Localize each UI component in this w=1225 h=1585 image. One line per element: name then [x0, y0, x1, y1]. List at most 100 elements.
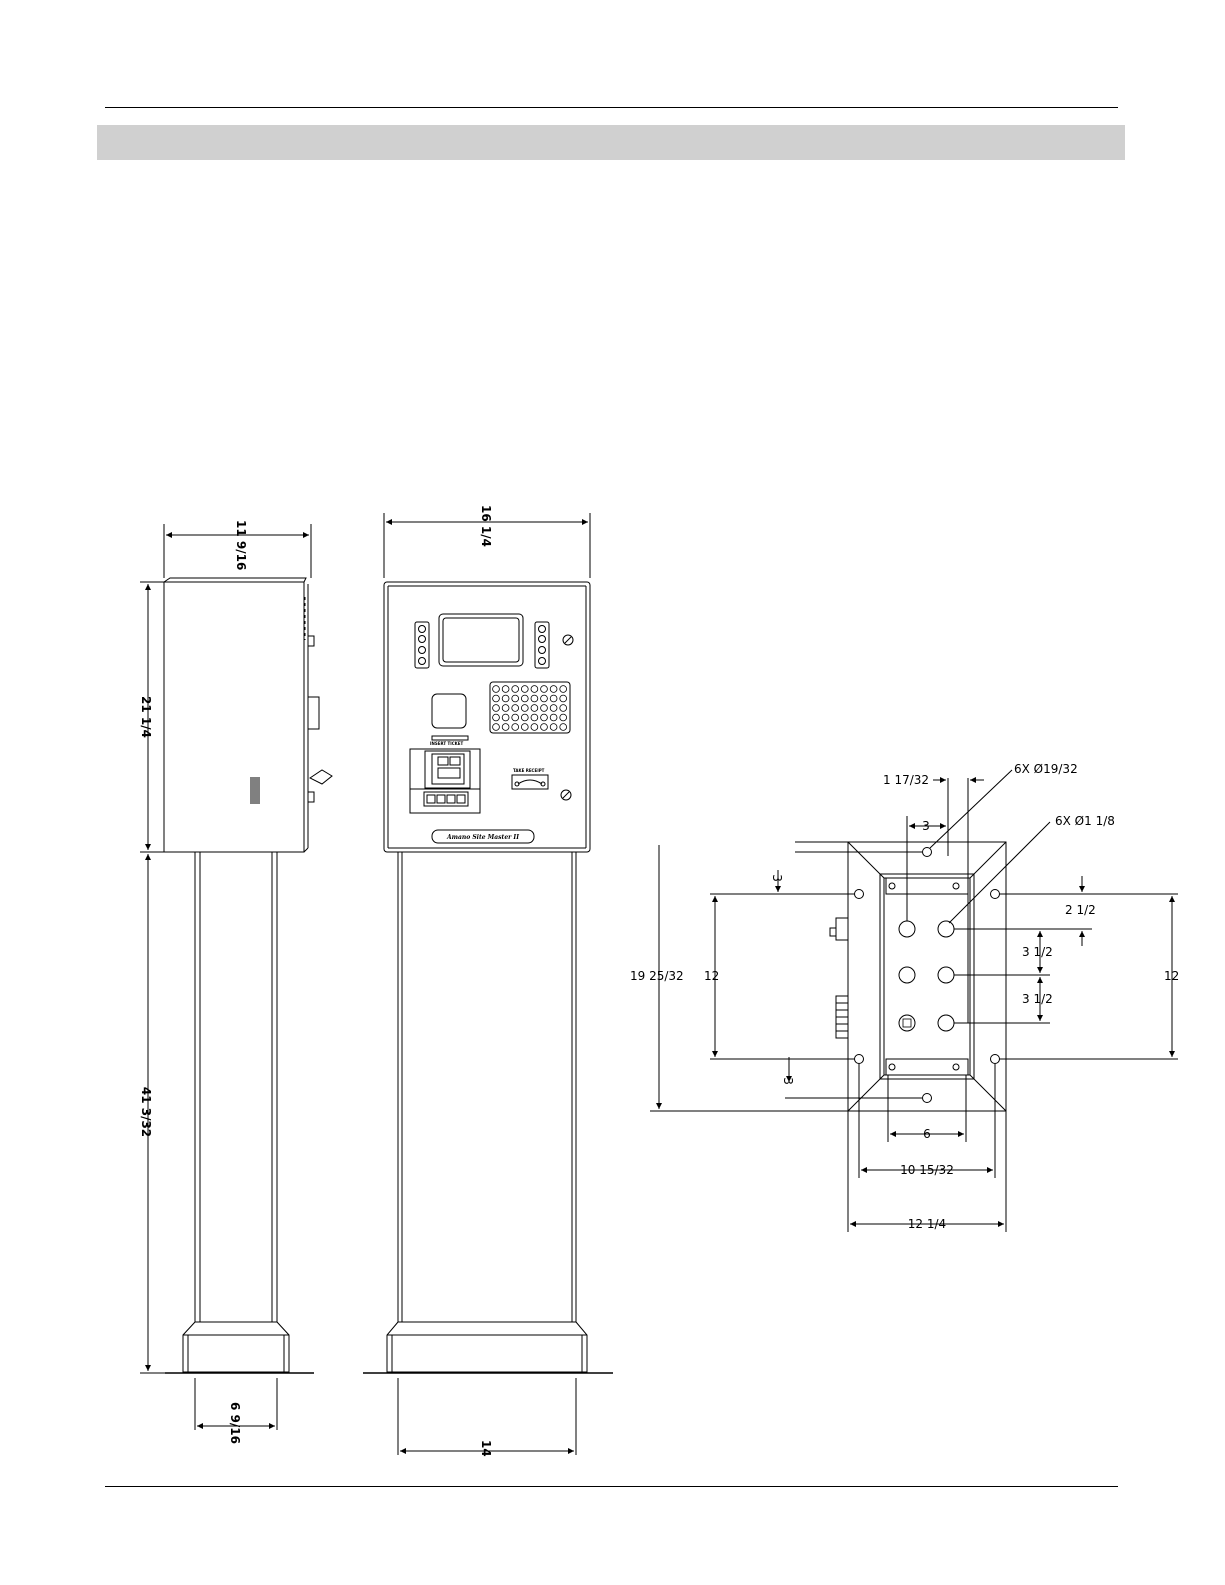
keypad-key [493, 686, 500, 693]
keypad-key [550, 705, 557, 712]
side-key-icon [310, 770, 332, 784]
keypad-key [531, 695, 538, 702]
keypad-key [493, 714, 500, 721]
keypad-key [531, 686, 538, 693]
small-hole [923, 1094, 932, 1103]
keypad-key [512, 705, 519, 712]
keypad-key [550, 714, 557, 721]
front-display-screen [439, 614, 523, 666]
keypad-key [502, 695, 509, 702]
side-hinge-top [308, 636, 314, 646]
keypad-key [531, 724, 538, 731]
leader-small-holes [930, 770, 1012, 848]
keypad-key [550, 724, 557, 731]
side-post [195, 852, 277, 1322]
keypad-key [521, 724, 528, 731]
dim-3-left-top: 3 [770, 874, 784, 882]
dim-12-left: 12 [704, 969, 719, 983]
front-width-label: 16 1/4 [479, 505, 493, 547]
front-view [363, 513, 613, 1455]
small-hole [991, 890, 1000, 899]
small-hole [855, 1055, 864, 1064]
front-take-receipt-text: TAKE RECEIPT [513, 768, 545, 773]
keypad-key [502, 724, 509, 731]
dim-19-25-32: 19 25/32 [630, 969, 684, 983]
large-hole [938, 967, 954, 983]
keypad-key [512, 724, 519, 731]
keypad-key [560, 714, 567, 721]
base-post-outline [880, 874, 974, 1079]
dim-3-1-2-a: 3 1/2 [1022, 945, 1053, 959]
large-hole [938, 1015, 954, 1031]
front-insert-ticket-text: INSERT TICKET [430, 741, 463, 746]
dim-12-1-4: 12 1/4 [908, 1217, 946, 1231]
keypad-key [541, 686, 548, 693]
keypad-key [541, 695, 548, 702]
leader-large-holes [949, 822, 1050, 923]
side-width-label: 11 9/16 [234, 520, 248, 570]
keypad-key [502, 714, 509, 721]
dim-1-17-32: 1 17/32 [883, 773, 929, 787]
keypad-key [493, 705, 500, 712]
side-post-height-label: 41 3/32 [139, 1087, 153, 1137]
dim-3-1-2-b: 3 1/2 [1022, 992, 1053, 1006]
keypad-key [521, 695, 528, 702]
side-base [183, 1322, 289, 1372]
keypad-key [541, 705, 548, 712]
side-head-enclosure [164, 582, 304, 852]
small-hole [855, 890, 864, 899]
keypad-key [560, 695, 567, 702]
base-bracket-top [886, 878, 968, 894]
front-nameplate-text: Amano Site Master II [446, 834, 519, 841]
dim-6: 6 [923, 1127, 931, 1141]
small-hole [923, 848, 932, 857]
dim-2-1-2: 2 1/2 [1065, 903, 1096, 917]
front-card-reader [432, 694, 466, 728]
keypad-key [521, 714, 528, 721]
keypad-key [493, 695, 500, 702]
front-left-button-column [415, 622, 429, 668]
keypad-key [521, 686, 528, 693]
side-head-height-label: 21 1/4 [139, 696, 153, 738]
base-plate-outline [848, 842, 1006, 1111]
callout-small-holes: 6X Ø19/32 [1014, 762, 1078, 776]
side-view [140, 524, 332, 1430]
large-hole [899, 921, 915, 937]
keypad-key [560, 724, 567, 731]
callout-large-holes: 6X Ø1 1/8 [1055, 814, 1115, 828]
small-hole [991, 1055, 1000, 1064]
keypad-key [531, 714, 538, 721]
dim-3-top: 3 [922, 819, 930, 833]
base-side-bracket-top [836, 918, 848, 940]
side-vent [251, 777, 259, 804]
large-hole [938, 921, 954, 937]
keypad-key [541, 724, 548, 731]
large-hole [899, 1015, 915, 1031]
front-base-width-label: 14 [479, 1440, 493, 1457]
side-base-width-label: 6 9/16 [228, 1402, 242, 1444]
keypad-key [531, 705, 538, 712]
front-base [387, 1322, 587, 1372]
keypad-key [512, 686, 519, 693]
dim-12-right: 12 [1164, 969, 1179, 983]
side-hinge-bottom [308, 792, 314, 802]
keypad-key [550, 686, 557, 693]
keypad-key [521, 705, 528, 712]
front-right-button-column [535, 622, 549, 668]
base-bracket-bottom [886, 1059, 968, 1075]
keypad-key [493, 724, 500, 731]
dim-3-left-bottom: 3 [781, 1077, 795, 1085]
keypad-key [512, 714, 519, 721]
keypad-key [512, 695, 519, 702]
front-post [398, 852, 576, 1322]
keypad-key [502, 686, 509, 693]
dim-10-15-32: 10 15/32 [900, 1163, 954, 1177]
keypad-key [502, 705, 509, 712]
large-hole [899, 967, 915, 983]
keypad-key [560, 705, 567, 712]
side-lock-block [308, 697, 319, 729]
keypad-key [560, 686, 567, 693]
keypad-key [541, 714, 548, 721]
keypad-key [550, 695, 557, 702]
